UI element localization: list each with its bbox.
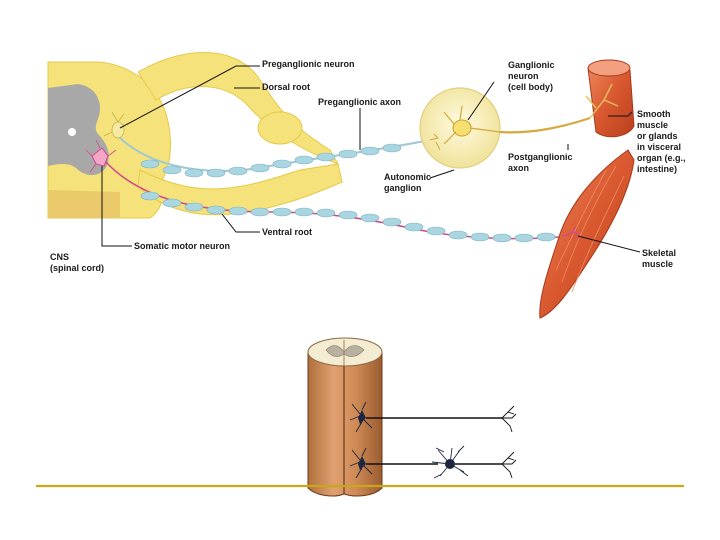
svg-text:Postganglionic: Postganglionic <box>508 152 573 162</box>
somatic-motor-neuron-body <box>85 139 117 173</box>
svg-text:Smooth: Smooth <box>637 109 671 119</box>
svg-text:(cell body): (cell body) <box>508 82 553 92</box>
upper-neuron-pathway <box>349 401 517 433</box>
svg-text:intestine): intestine) <box>637 164 677 174</box>
preganglionic-neuron-body <box>103 111 125 139</box>
svg-text:neuron: neuron <box>508 71 539 81</box>
svg-text:muscle: muscle <box>642 259 673 269</box>
label-skeletal-muscle: Skeletal muscle <box>642 248 676 269</box>
leader-lines <box>101 65 641 253</box>
svg-text:muscle: muscle <box>637 120 668 130</box>
autonomic-ganglion <box>419 87 501 169</box>
smooth-muscle-organ <box>585 59 635 138</box>
svg-text:axon: axon <box>508 163 529 173</box>
label-dorsal-root: Dorsal root <box>262 82 310 92</box>
label-cns: CNS (spinal cord) <box>50 252 104 273</box>
label-autonomic-ganglion: Autonomic ganglion <box>384 172 431 193</box>
skeletal-muscle <box>539 149 635 319</box>
lower-neuron-pathway <box>349 445 517 479</box>
svg-text:Ganglionic: Ganglionic <box>508 60 555 70</box>
postganglionic-axon <box>499 116 591 134</box>
preganglionic-axon <box>117 135 431 178</box>
svg-text:in visceral: in visceral <box>637 142 681 152</box>
dorsal-root <box>137 51 340 165</box>
label-somatic-motor-neuron: Somatic motor neuron <box>134 241 230 251</box>
svg-text:CNS: CNS <box>50 252 69 262</box>
label-postganglionic-axon: Postganglionic axon <box>508 152 573 173</box>
label-ventral-root: Ventral root <box>262 227 312 237</box>
label-ganglionic-neuron: Ganglionic neuron (cell body) <box>508 60 555 92</box>
svg-text:(spinal cord): (spinal cord) <box>50 263 104 273</box>
svg-text:Autonomic: Autonomic <box>384 172 431 182</box>
label-preganglionic-axon: Preganglionic axon <box>318 97 401 107</box>
somatic-motor-axon <box>103 159 571 243</box>
svg-text:organ (e.g.,: organ (e.g., <box>637 153 686 163</box>
svg-text:or glands: or glands <box>637 131 678 141</box>
svg-text:Skeletal: Skeletal <box>642 248 676 258</box>
label-smooth-muscle: Smooth muscle or glands in visceral orga… <box>637 109 686 174</box>
spinal-cord-column <box>307 337 383 497</box>
label-preganglionic-neuron: Preganglionic neuron <box>262 59 355 69</box>
svg-text:ganglion: ganglion <box>384 183 422 193</box>
